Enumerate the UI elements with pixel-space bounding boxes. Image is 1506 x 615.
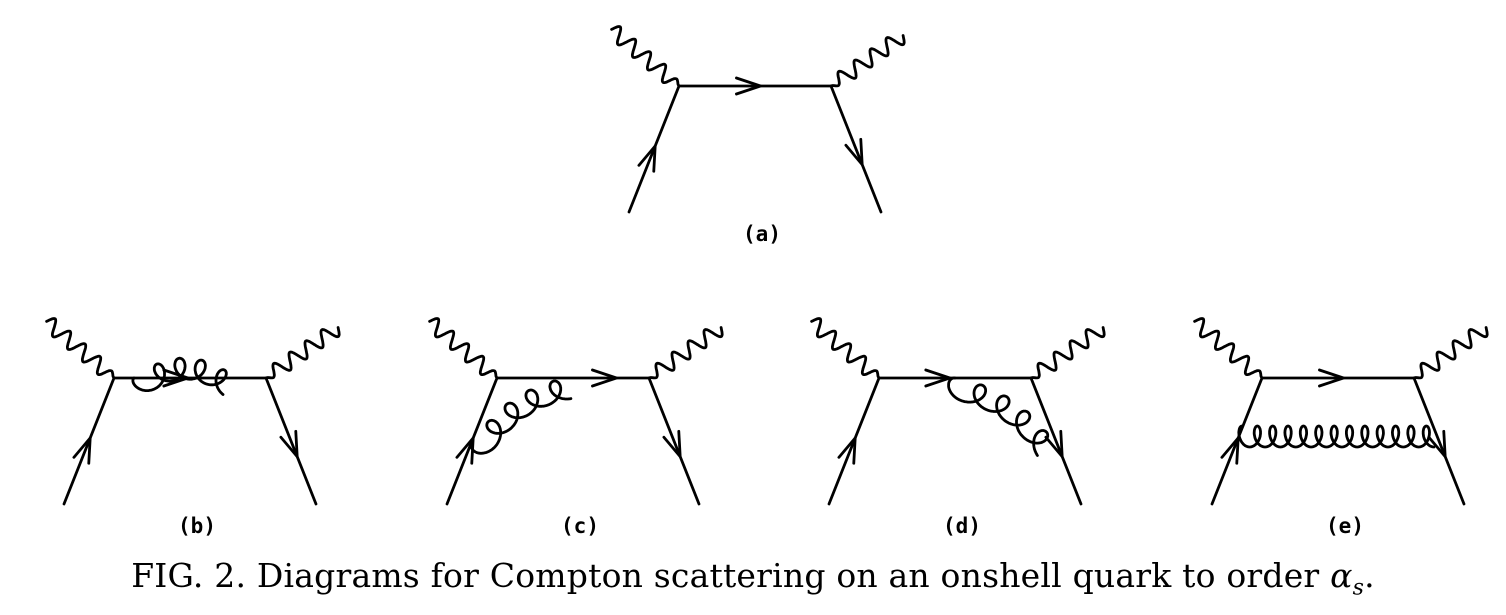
diagram-label: (b) — [178, 514, 216, 538]
caption-subscript: s — [1352, 575, 1365, 601]
outgoing-photon-line — [829, 34, 906, 88]
outgoing-photon-line — [264, 326, 341, 380]
incoming-photon-line — [45, 317, 116, 380]
propagator-arrow — [735, 76, 762, 96]
caption-text: FIG. 2. Diagrams for Compton scattering … — [131, 556, 1320, 595]
diagram-label: (e) — [1326, 514, 1364, 538]
figure-caption: FIG. 2. Diagrams for Compton scattering … — [0, 556, 1506, 601]
gluon-loop — [470, 379, 573, 455]
outgoing-quark-line — [1412, 376, 1466, 506]
diagram-label: (c) — [561, 514, 599, 538]
diagram-label: (d) — [943, 514, 981, 538]
outgoing-quark-line — [1029, 376, 1083, 506]
outgoing-quark-line — [647, 376, 701, 506]
incoming-photon-line — [428, 317, 499, 380]
incoming-quark-arrow — [1220, 436, 1240, 465]
caption-end: . — [1364, 556, 1375, 595]
outgoing-quark-arrow — [844, 137, 864, 166]
outgoing-quark-arrow — [1044, 429, 1064, 458]
incoming-quark-arrow — [837, 436, 857, 465]
diagram-c: (c) — [428, 317, 724, 538]
propagator-arrow — [591, 368, 618, 388]
diagram-a: (a) — [610, 25, 906, 246]
incoming-quark-arrow — [637, 144, 657, 173]
diagram-e: (e) — [1193, 317, 1489, 538]
outgoing-quark-arrow — [279, 429, 299, 458]
incoming-quark-arrow — [455, 436, 475, 465]
diagram-label: (a) — [743, 222, 781, 246]
gluon-loop — [947, 376, 1050, 457]
diagram-b: (b) — [45, 317, 341, 538]
outgoing-photon-line — [647, 326, 724, 380]
caption-symbol: α — [1330, 556, 1353, 595]
incoming-photon-line — [610, 25, 681, 88]
incoming-photon-line — [1193, 317, 1264, 380]
gluon-loop — [131, 356, 228, 396]
feynman-diagram-figure: (a) (b) (c) (d) (e) — [45, 25, 1489, 538]
outgoing-quark-arrow — [1427, 429, 1447, 458]
incoming-photon-line — [810, 317, 881, 380]
outgoing-photon-line — [1029, 326, 1106, 380]
outgoing-quark-line — [264, 376, 318, 506]
diagram-d: (d) — [810, 317, 1106, 538]
propagator-arrow — [1318, 368, 1345, 388]
gluon-exchange — [1237, 424, 1436, 449]
incoming-quark-arrow — [72, 436, 92, 465]
propagator-arrow — [924, 368, 952, 388]
outgoing-quark-line — [829, 84, 883, 214]
outgoing-quark-arrow — [662, 429, 682, 458]
outgoing-photon-line — [1412, 326, 1489, 380]
